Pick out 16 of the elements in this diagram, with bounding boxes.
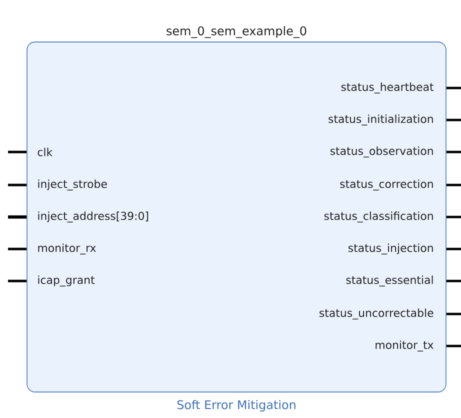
pin-label: status_correction xyxy=(340,180,433,190)
pin-label: status_observation xyxy=(330,146,433,158)
pin-label: inject_address[39:0] xyxy=(38,212,148,222)
block-caption: Soft Error Mitigation xyxy=(177,400,296,412)
pin-label: status_uncorrectable xyxy=(320,308,434,320)
pin-label: clk xyxy=(38,148,53,156)
pin-label: icap_grant xyxy=(38,276,95,286)
pin-label: status_initialization xyxy=(328,114,433,126)
pin-label: monitor_rx xyxy=(38,244,96,254)
pin-label: status_classification xyxy=(324,212,433,222)
pin-label: status_heartbeat xyxy=(341,82,434,94)
pin-label: status_injection xyxy=(348,244,433,254)
block-title: sem_0_sem_example_0 xyxy=(166,26,306,38)
pin-label: inject_strobe xyxy=(38,180,107,190)
pin-label: status_essential xyxy=(346,276,433,286)
pin-label: monitor_tx xyxy=(376,340,434,352)
